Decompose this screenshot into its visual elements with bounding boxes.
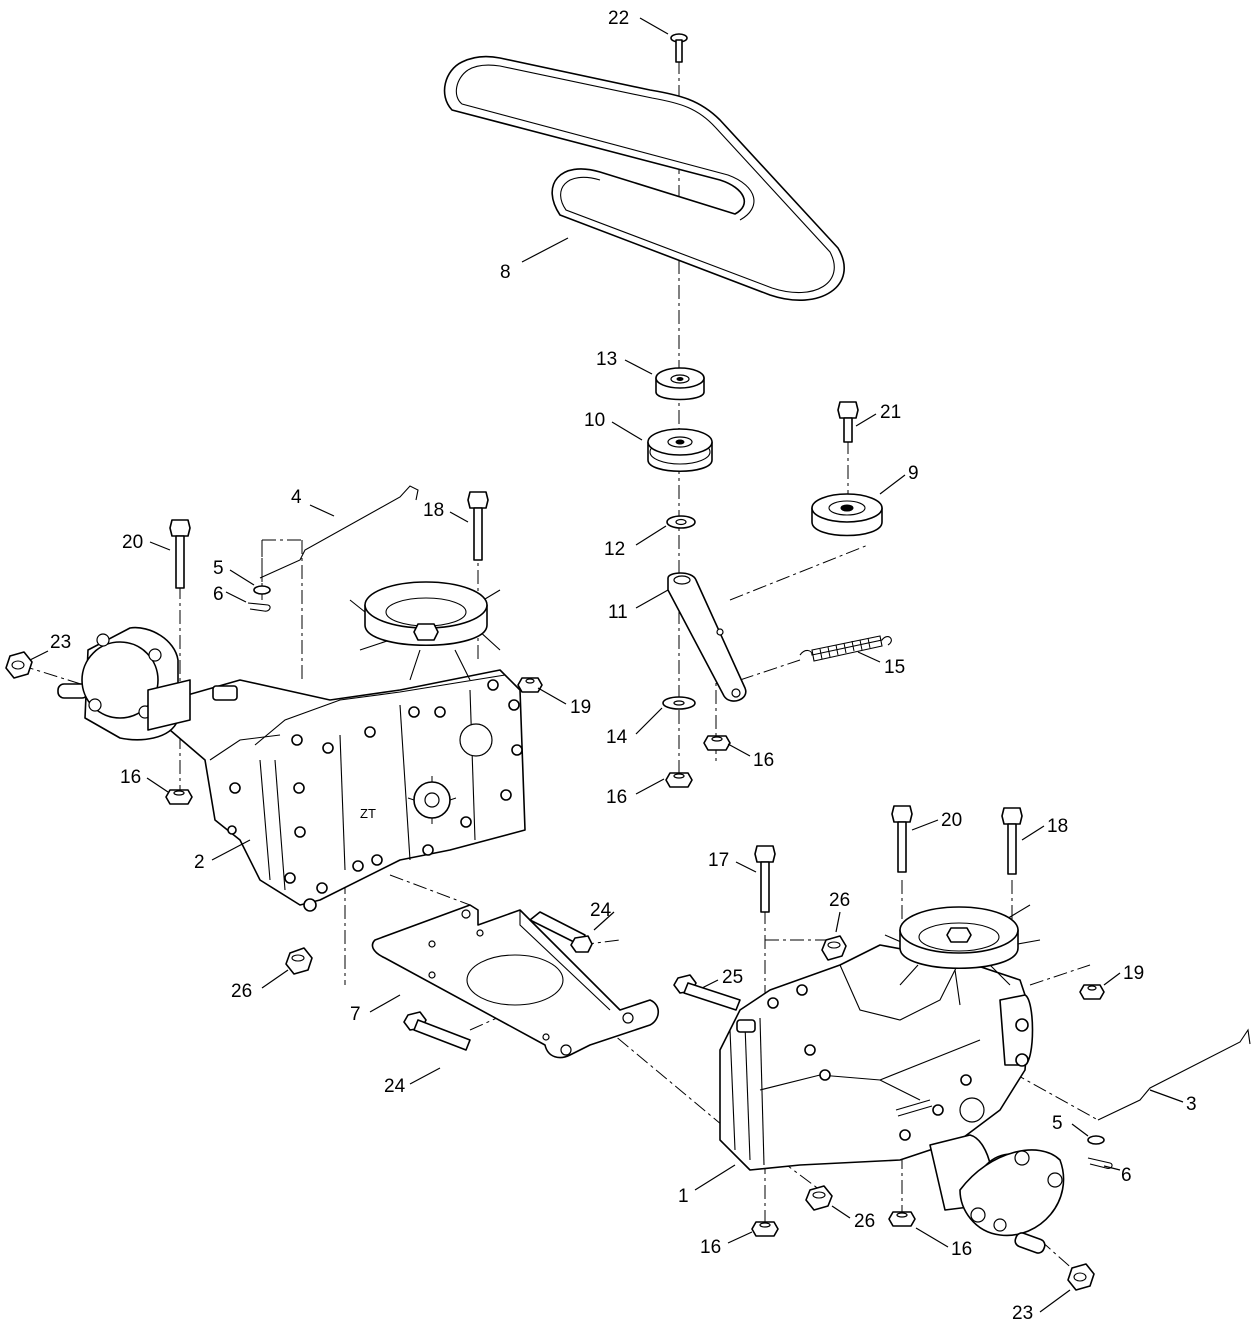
callout-16: 16 [753, 750, 774, 771]
callout-6: 6 [1121, 1165, 1132, 1186]
washer-5-left [253, 585, 271, 595]
callout-12: 12 [604, 539, 625, 560]
callout-23: 23 [50, 632, 71, 653]
nut-16-right-b [888, 1211, 916, 1227]
shift-rod-3 [1097, 1028, 1251, 1121]
spacer-13 [655, 367, 705, 401]
shift-rod-4 [259, 485, 419, 579]
callout-16: 16 [700, 1237, 721, 1258]
callout-24: 24 [590, 900, 612, 921]
callout-26: 26 [854, 1211, 875, 1232]
callout-14: 14 [606, 727, 628, 748]
bolt-24-top [529, 911, 593, 953]
bolt-22 [670, 33, 688, 63]
left-fan-pulley [349, 581, 501, 681]
nut-16-center [665, 772, 693, 788]
nut-26-left [285, 947, 313, 975]
svg-text:ZT: ZT [360, 806, 376, 821]
callout-11: 11 [608, 602, 628, 623]
callout-16: 16 [951, 1239, 972, 1260]
nut-16-arm [703, 735, 731, 751]
nut-16-right-a [751, 1221, 779, 1237]
callout-7: 7 [350, 1004, 361, 1025]
callout-1: 1 [678, 1186, 689, 1207]
callout-5: 5 [213, 558, 224, 579]
callout-21: 21 [880, 402, 901, 423]
callout-19: 19 [570, 697, 591, 718]
idler-arm-11 [667, 572, 747, 702]
nut-26-right-top [821, 935, 847, 961]
right-fan-pulley [884, 904, 1041, 1006]
callout-20: 20 [941, 810, 962, 831]
callout-20: 20 [122, 532, 143, 553]
nut-23-right [1067, 1263, 1095, 1291]
callout-8: 8 [500, 262, 511, 283]
callout-23: 23 [1012, 1303, 1033, 1324]
idler-pulley-9 [811, 493, 883, 537]
nut-26-right-bottom [805, 1185, 833, 1211]
callout-18: 18 [1047, 816, 1068, 837]
washer-14 [662, 696, 696, 710]
callout-24: 24 [384, 1076, 406, 1097]
callout-10: 10 [584, 410, 605, 431]
callout-19: 19 [1123, 963, 1144, 984]
callout-16: 16 [120, 767, 141, 788]
nut-19-right [1079, 984, 1105, 1000]
nut-19-left [517, 677, 543, 693]
callout-16: 16 [606, 787, 627, 808]
callout-labels: 22 8 13 10 21 9 12 11 15 14 16 16 4 18 2… [50, 8, 1197, 1324]
clip-6-left [247, 602, 271, 612]
bolt-20-left [169, 519, 191, 589]
bolt-24-bottom [403, 1011, 471, 1051]
bolt-25 [673, 974, 741, 1011]
transmission-left-2: ZT [169, 669, 526, 912]
callout-17: 17 [708, 850, 729, 871]
bolt-18-left [467, 491, 489, 561]
callout-6: 6 [213, 584, 224, 605]
pulley-10 [647, 428, 713, 473]
bolt-20-right [891, 805, 913, 873]
right-axle-hub [929, 1134, 1065, 1254]
callout-2: 2 [194, 852, 205, 873]
callout-9: 9 [908, 463, 919, 484]
bolt-18-right [1001, 807, 1023, 875]
left-axle-hub [57, 626, 191, 741]
callout-25: 25 [722, 967, 743, 988]
callout-18: 18 [423, 500, 444, 521]
callout-15: 15 [884, 657, 905, 678]
callout-26: 26 [829, 890, 850, 911]
clip-6-right [1087, 1157, 1113, 1169]
transmission-right-1 [719, 944, 1034, 1171]
leader-lines [29, 17, 1184, 1313]
callout-3: 3 [1186, 1094, 1197, 1115]
spring-15 [799, 635, 892, 662]
callout-26: 26 [231, 981, 252, 1002]
washer-12 [666, 515, 696, 529]
nut-16-left [165, 789, 193, 805]
callout-4: 4 [291, 487, 302, 508]
callout-13: 13 [596, 349, 617, 370]
bolt-21 [837, 401, 859, 443]
washer-5-right [1087, 1135, 1105, 1145]
mount-plate-7 [371, 904, 660, 1059]
nut-23-left [5, 651, 33, 679]
bolt-17 [754, 845, 776, 913]
drive-belt [443, 55, 845, 301]
callout-22: 22 [608, 8, 629, 29]
callout-5: 5 [1052, 1113, 1063, 1134]
